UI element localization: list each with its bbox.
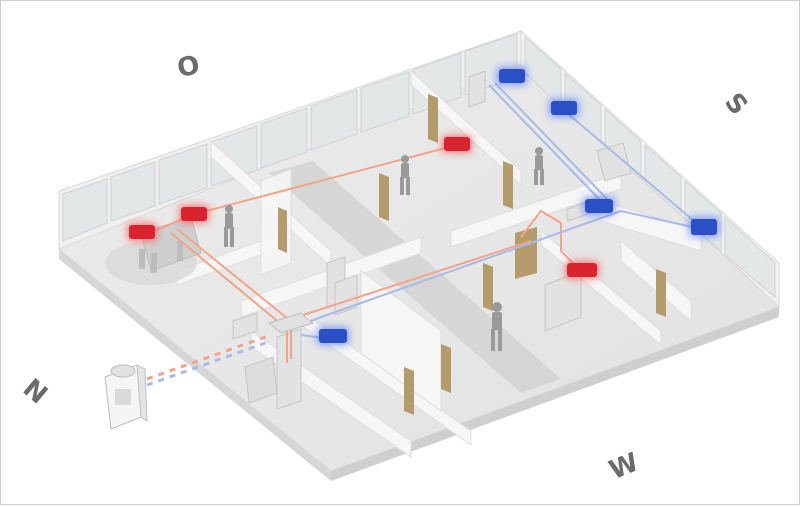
door [428,94,438,143]
outdoor-unit [104,364,148,430]
people [224,147,544,351]
cooling-unit [689,217,719,237]
door [483,263,493,311]
distribution-box [267,312,315,334]
window-wall-north [58,30,522,250]
door [379,173,389,221]
doors [278,94,666,415]
furniture [232,70,632,410]
person-figure [224,205,234,247]
cooling-unit [583,197,615,215]
person-figure [400,155,410,195]
door-double [515,227,537,279]
corridor [269,161,561,393]
cooling-unit [497,67,527,85]
compass-north-label: N [17,373,53,410]
compass-east-label: O [175,50,203,84]
outdoor-pipe-lines [146,333,272,387]
window-wall-east [520,29,780,309]
cold-pipes [298,82,702,340]
cooling-units [317,67,719,345]
person-figure [491,302,502,351]
compass-south-label: S [718,87,753,121]
heating-unit [127,223,157,241]
heating-unit [565,261,599,279]
person-figure [534,147,544,185]
door [503,161,513,209]
cooling-unit [317,327,349,345]
heating-unit [442,135,472,153]
cooling-unit [549,99,579,117]
door [278,207,287,253]
door [656,269,666,317]
compass-west-label: W [605,447,643,486]
heating-units [127,135,599,279]
heating-unit [179,205,209,223]
door [441,344,451,393]
door [404,367,414,415]
